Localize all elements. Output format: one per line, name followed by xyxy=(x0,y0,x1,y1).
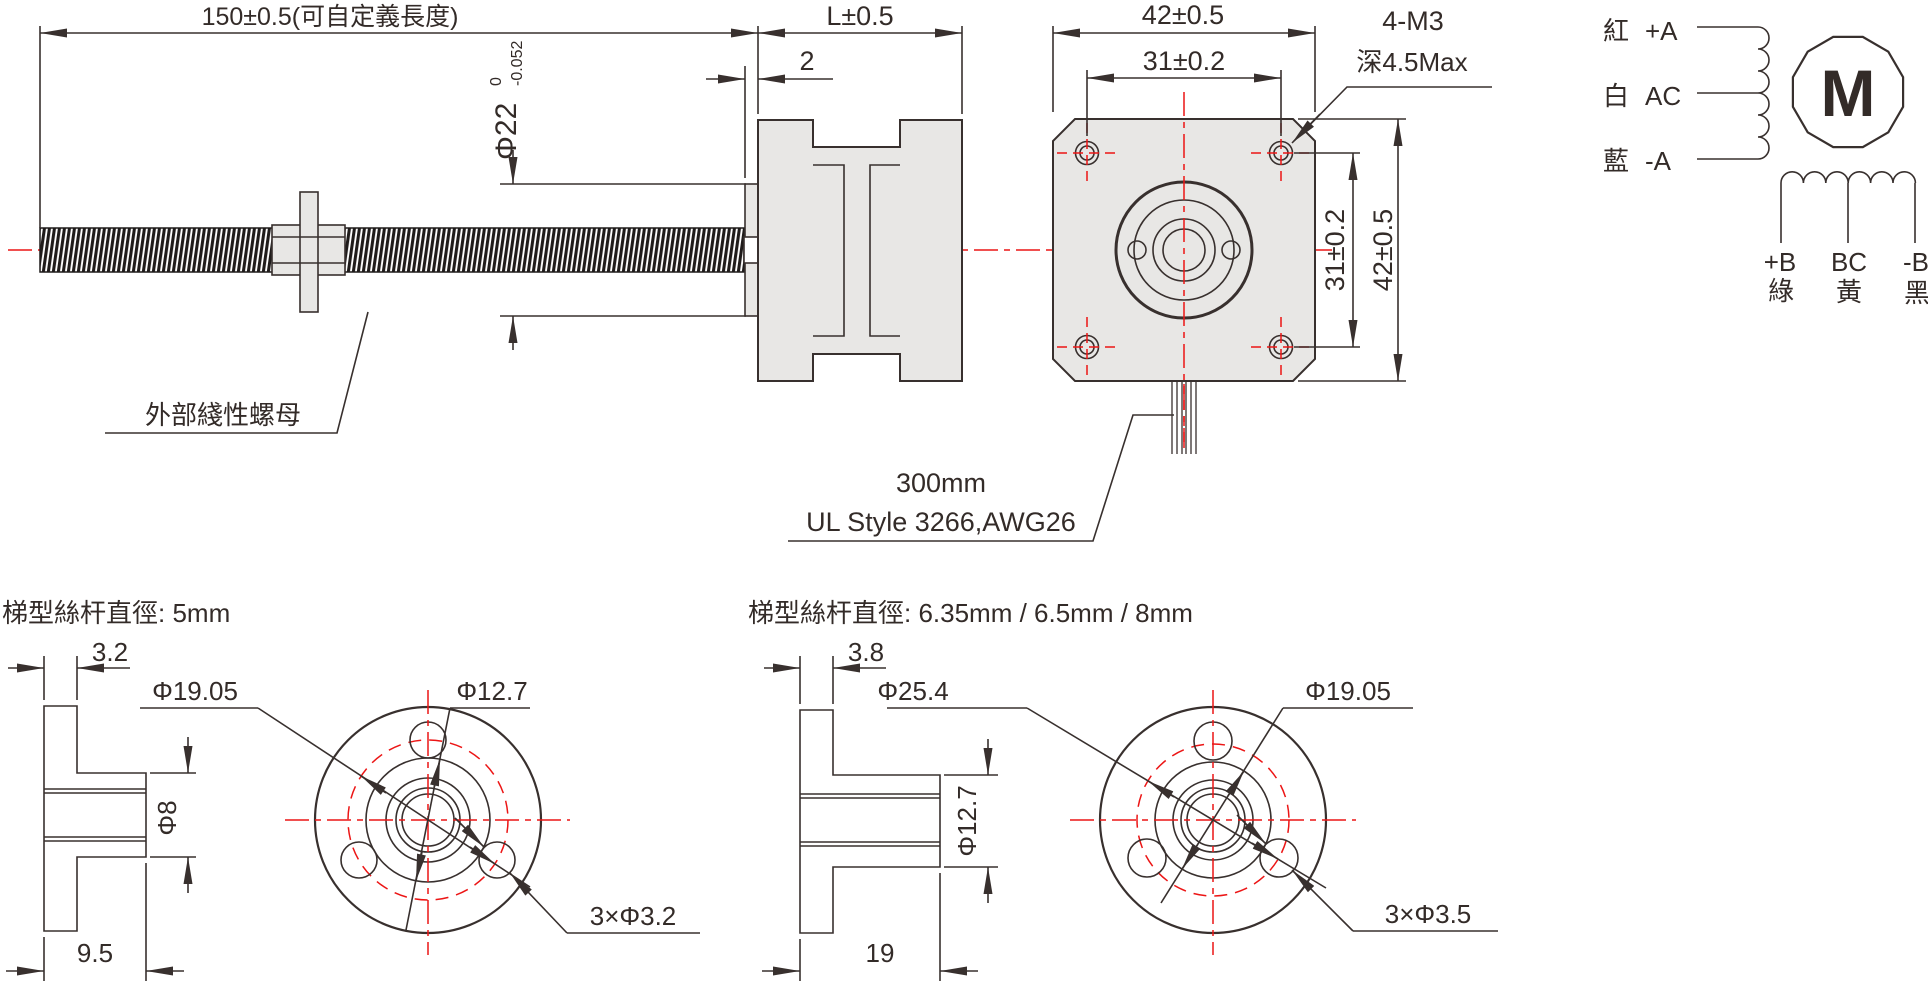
tap-depth-label: 深4.5Max xyxy=(1356,47,1467,77)
nut8-dim-flange-thickness: 3.8 xyxy=(764,637,886,704)
external-nut-label: 外部綫性螺母 xyxy=(145,400,301,430)
nut5-front-view: Φ19.05 Φ12.7 3×Φ3.2 xyxy=(140,676,700,955)
nut8-flange-dia-callout: Φ25.4 xyxy=(877,676,1327,889)
wire-color-blue: 藍 xyxy=(1603,146,1629,176)
nut8-side-profile xyxy=(799,709,941,934)
nut8-holes-callout: 3×Φ3.5 xyxy=(1236,814,1498,932)
nut5-dim-length: 9.5 xyxy=(6,863,184,981)
nut8-dim-body-diameter: Φ12.7 xyxy=(944,739,998,903)
motor-body-side xyxy=(757,119,963,382)
dim-hole-spacing-h-text: 31±0.2 xyxy=(1143,46,1225,76)
dim-boss-protrusion-text: 2 xyxy=(799,46,814,76)
mounting-holes xyxy=(1057,123,1311,377)
external-nut-side xyxy=(271,191,346,313)
nut8-flange-dia-text: Φ25.4 xyxy=(877,676,948,706)
dim-hole-spacing-v-text: 31±0.2 xyxy=(1320,209,1350,291)
nut8-pilot-dia-callout: Φ19.05 xyxy=(1160,676,1413,904)
wire-color-green: 綠 xyxy=(1768,276,1794,306)
cable-callout: 300mm UL Style 3266,AWG26 xyxy=(788,414,1174,542)
wire-color-black: 黑 xyxy=(1904,278,1928,308)
nut8-length-text: 19 xyxy=(866,938,895,968)
nut5-dim-flange-thickness: 3.2 xyxy=(8,637,130,700)
phase-b-coil xyxy=(1780,171,1917,184)
terminal-plus-b: +B xyxy=(1764,247,1797,277)
nut-section-8mm: 梯型絲杆直徑: 6.35mm / 6.5mm / 8mm 3.8 Φ12.7 xyxy=(748,598,1498,981)
terminal-plus-a: +A xyxy=(1645,16,1678,46)
dim-boss-diameter: Φ22 0 -0.052 xyxy=(488,41,746,350)
nut8-title: 梯型絲杆直徑: 6.35mm / 6.5mm / 8mm xyxy=(748,598,1193,628)
mounting-hole xyxy=(1057,317,1117,377)
external-nut-callout: 外部綫性螺母 xyxy=(105,311,369,434)
terminal-bc: BC xyxy=(1831,247,1867,277)
nut-section-5mm: 梯型絲杆直徑: 5mm 3.2 Φ8 9.5 xyxy=(2,598,700,981)
nut5-flange-thickness-text: 3.2 xyxy=(92,637,128,667)
nut5-holes-callout: 3×Φ3.2 xyxy=(454,817,700,934)
side-view-assembly: 150±0.5(可自定義長度) L±0.5 2 Φ22 0 -0.052 xyxy=(39,1,963,434)
dim-motor-length: L±0.5 xyxy=(758,1,963,114)
motor-cable xyxy=(1171,381,1197,454)
nut5-holes-text: 3×Φ3.2 xyxy=(590,901,677,931)
nut8-flange-thickness-text: 3.8 xyxy=(848,637,884,667)
nut5-pilot-dia-text: Φ12.7 xyxy=(456,676,527,706)
phase-a-coil xyxy=(1757,26,1770,160)
dim-hole-spacing-h: 31±0.2 xyxy=(1086,46,1282,136)
nut5-flange-dia-text: Φ19.05 xyxy=(152,676,238,706)
cable-length-text: 300mm xyxy=(896,468,986,498)
nut8-front-view: Φ25.4 Φ19.05 3×Φ3.5 xyxy=(877,676,1498,955)
tapped-hole-callout: 4-M3 深4.5Max xyxy=(1291,6,1492,144)
nut5-body-diameter-text: Φ8 xyxy=(152,800,182,835)
wire-color-yellow: 黃 xyxy=(1836,277,1862,307)
dim-motor-length-text: L±0.5 xyxy=(826,1,893,31)
nut8-holes-text: 3×Φ3.5 xyxy=(1385,899,1472,929)
shaft-plain-section xyxy=(743,236,759,264)
tap-label: 4-M3 xyxy=(1382,6,1444,36)
nut8-dim-length: 19 xyxy=(762,873,978,981)
nut8-pilot-dia-text: Φ19.05 xyxy=(1305,676,1391,706)
nut5-flange-dia-callout: Φ19.05 xyxy=(140,676,531,888)
dim-screw-length-text: 150±0.5(可自定義長度) xyxy=(202,3,459,31)
nut5-title: 梯型絲杆直徑: 5mm xyxy=(2,598,230,628)
terminal-minus-b: -B xyxy=(1903,247,1928,277)
terminal-ac: AC xyxy=(1645,81,1681,111)
dim-boss-diameter-text: Φ22 xyxy=(490,103,523,160)
motor-symbol-circle xyxy=(1791,35,1905,149)
motor-front-view: 42±0.5 31±0.2 31±0.2 42±0.5 4-M3 xyxy=(788,0,1492,542)
dim-face-width-text: 42±0.5 xyxy=(1142,0,1224,30)
nut5-pilot-dia-callout: Φ12.7 xyxy=(405,676,530,931)
nut5-side-profile xyxy=(43,705,147,932)
dim-hole-spacing-v: 31±0.2 xyxy=(1294,152,1360,348)
dim-face-width: 42±0.5 xyxy=(1052,0,1316,112)
wire-color-red: 紅 xyxy=(1603,16,1629,46)
dim-face-height: 42±0.5 xyxy=(1298,118,1406,382)
wiring-diagram: 紅 +A 白 AC 藍 -A M +B BC -B 綠 黃 黑 xyxy=(1603,16,1928,308)
terminal-minus-a: -A xyxy=(1645,146,1672,176)
motor-symbol-letter: M xyxy=(1821,56,1876,130)
dim-screw-length: 150±0.5(可自定義長度) xyxy=(39,3,759,228)
wire-color-white: 白 xyxy=(1603,81,1629,111)
nut5-dim-body-diameter: Φ8 xyxy=(150,737,196,893)
nut5-length-text: 9.5 xyxy=(77,938,113,968)
nut8-body-diameter-text: Φ12.7 xyxy=(952,785,982,856)
dim-boss-tol-lower: -0.052 xyxy=(509,41,526,86)
cable-spec-text: UL Style 3266,AWG26 xyxy=(806,507,1076,537)
dim-face-height-text: 42±0.5 xyxy=(1368,209,1398,291)
lead-screw xyxy=(39,227,745,273)
dim-boss-tol-upper: 0 xyxy=(488,77,505,86)
dim-boss-protrusion: 2 xyxy=(706,46,833,178)
